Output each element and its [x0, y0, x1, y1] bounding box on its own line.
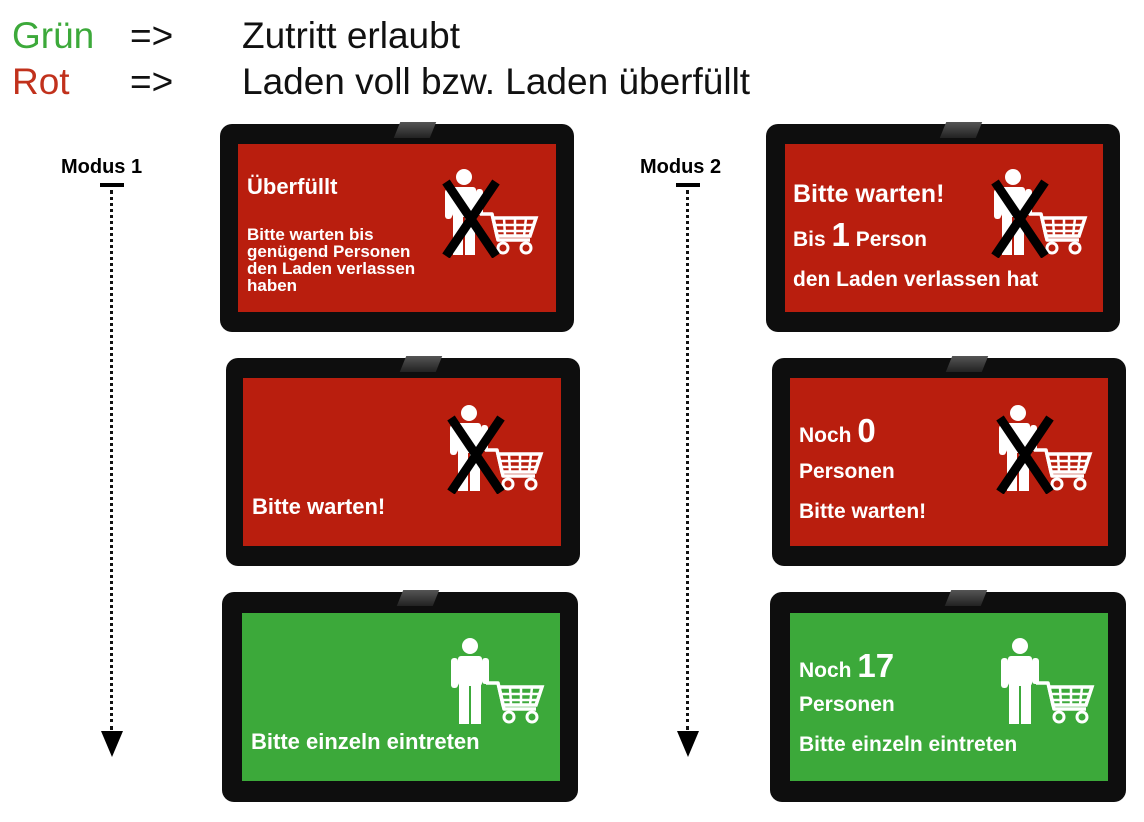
- display-screen: Bitte warten!: [243, 378, 561, 546]
- display-screen: Bitte warten! Bis 1 Person den Laden ver…: [785, 144, 1103, 312]
- display-monitor: Überfüllt Bitte warten bis genügend Pers…: [220, 122, 574, 332]
- mode-timeline: [686, 190, 689, 730]
- mode-timeline: [110, 190, 113, 730]
- person-cart-icon: [446, 637, 546, 727]
- mode-tick: [100, 183, 124, 187]
- display-monitor: Noch 0 Personen Bitte warten!: [772, 356, 1126, 566]
- count-prefix: Noch: [799, 659, 852, 682]
- mount-clip: [393, 122, 437, 138]
- person-count: 17: [857, 647, 895, 684]
- legend-arrow: =>: [130, 15, 174, 56]
- count-prefix: Bis: [793, 228, 826, 251]
- display-monitor: Bitte warten!: [226, 356, 580, 566]
- screen-count-line: Noch 0: [799, 412, 876, 450]
- screen-line: den Laden verlassen hat: [793, 268, 1039, 291]
- display-screen: Noch 0 Personen Bitte warten!: [790, 378, 1108, 546]
- person-cart-crossed-icon: [440, 168, 540, 258]
- person-count: 1: [831, 216, 850, 253]
- person-cart-crossed-icon: [445, 404, 545, 494]
- legend-meaning: Zutritt erlaubt: [242, 15, 460, 56]
- mode-label: Modus 2: [640, 156, 722, 178]
- screen-line: Bitte warten bis: [247, 225, 374, 244]
- person-cart-crossed-icon: [994, 404, 1094, 494]
- screen-line: den Laden verlassen: [247, 259, 416, 278]
- down-arrow-icon: [101, 731, 123, 757]
- down-arrow-icon: [677, 731, 699, 757]
- screen-line: haben: [247, 276, 298, 295]
- screen-message: Bitte warten!: [252, 494, 386, 519]
- display-monitor: Bitte einzeln eintreten: [222, 590, 578, 802]
- screen-line: Bitte warten!: [793, 180, 945, 208]
- person-count: 0: [857, 412, 876, 449]
- display-screen: Überfüllt Bitte warten bis genügend Pers…: [238, 144, 556, 312]
- screen-title: Überfüllt: [247, 174, 338, 199]
- person-cart-crossed-icon: [989, 168, 1089, 258]
- display-monitor: Noch 17 Personen Bitte einzeln eintreten: [770, 590, 1126, 802]
- mode-label: Modus 1: [61, 156, 143, 178]
- legend-meaning: Laden voll bzw. Laden überfüllt: [242, 61, 751, 102]
- display-screen: Bitte einzeln eintreten: [242, 613, 560, 781]
- screen-line: Bitte warten!: [799, 500, 927, 523]
- count-prefix: Noch: [799, 424, 852, 447]
- screen-line: Personen: [799, 460, 895, 483]
- legend-arrow: =>: [130, 61, 174, 102]
- mount-clip: [399, 356, 443, 372]
- person-cart-icon: [996, 637, 1096, 727]
- screen-message: Bitte einzeln eintreten: [251, 729, 480, 754]
- display-monitor: Bitte warten! Bis 1 Person den Laden ver…: [766, 122, 1120, 332]
- legend-color-name: Grün: [12, 15, 95, 56]
- count-suffix: Person: [855, 228, 927, 251]
- screen-count-line: Bis 1 Person: [793, 216, 927, 254]
- legend-color-name: Rot: [12, 61, 70, 102]
- screen-line: Bitte einzeln eintreten: [799, 733, 1018, 756]
- mount-clip: [944, 590, 988, 606]
- mount-clip: [939, 122, 983, 138]
- legend-row-green: Grün => Zutritt erlaubt: [12, 14, 1012, 58]
- screen-line: genügend Personen: [247, 242, 411, 261]
- legend-row-red: Rot => Laden voll bzw. Laden überfüllt: [12, 60, 1012, 104]
- mode-tick: [676, 183, 700, 187]
- display-screen: Noch 17 Personen Bitte einzeln eintreten: [790, 613, 1108, 781]
- screen-line: Personen: [799, 693, 895, 716]
- mount-clip: [945, 356, 989, 372]
- screen-count-line: Noch 17: [799, 647, 894, 685]
- mount-clip: [396, 590, 440, 606]
